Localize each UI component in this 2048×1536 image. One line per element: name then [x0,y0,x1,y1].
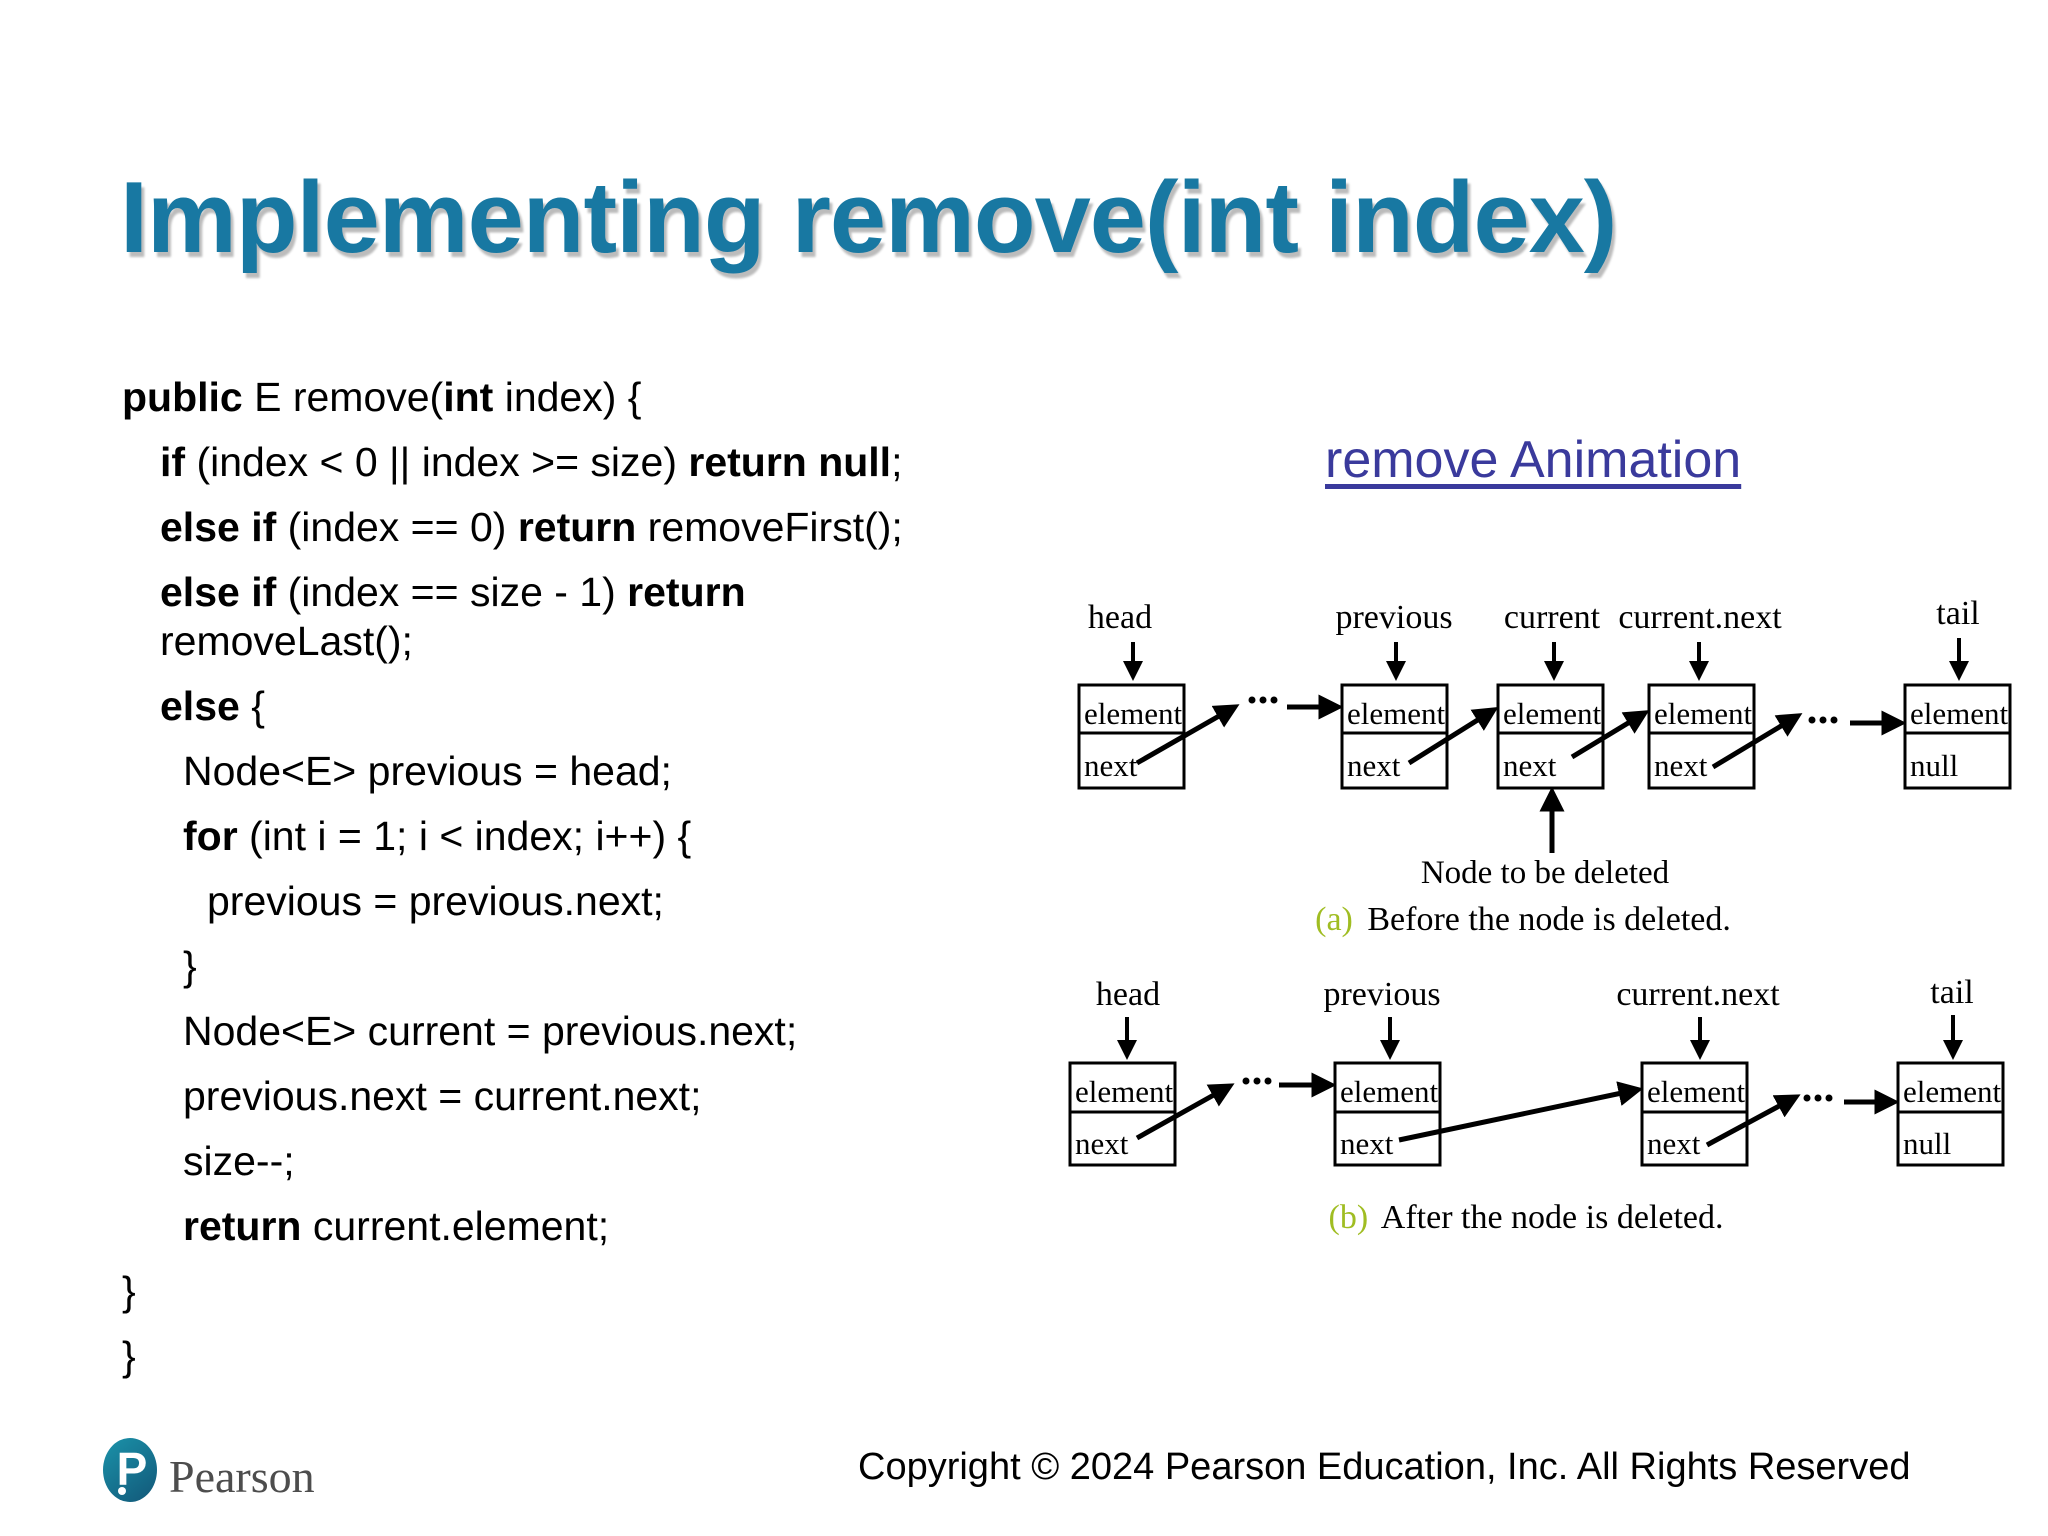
ellipsis-dots [1803,1094,1833,1102]
element-cell: element [1910,696,2009,731]
next-cell: next [1654,748,1708,783]
next-arrow [1711,713,1803,770]
pointer-label-head: head [1088,599,1152,636]
next-arrow [1135,1083,1235,1141]
null-cell: null [1910,748,1958,783]
next-cell: next [1075,1126,1129,1161]
element-cell: element [1340,1074,1439,1109]
pearson-logo-dot [118,1487,126,1495]
next-cell: next [1647,1126,1701,1161]
code-line: size--; [183,1138,295,1184]
caption-a-text: Before the node is deleted. [1359,901,1731,938]
code-line: Node<E> previous = head; [183,748,672,794]
pointer-label-previous: previous [1335,599,1452,636]
element-cell: element [1075,1074,1174,1109]
code-line: Node<E> current = previous.next; [183,1008,798,1054]
next-cell: next [1084,748,1138,783]
deleted-node-annotation: Node to be deleted [1421,855,1670,891]
diagram-before-deletion: head previous current current.next tail … [1077,595,2012,938]
diagram-after-deletion: head previous current.next tail element … [1068,975,2005,1236]
element-cell: element [1647,1074,1746,1109]
node-box-previous: element next [1340,683,1449,790]
node-box-head: element next [1077,683,1186,790]
bypass-arrow [1398,1081,1644,1143]
next-arrow [1705,1094,1801,1148]
code-line: previous.next = current.next; [183,1073,702,1119]
null-cell: null [1903,1126,1951,1161]
pointer-label-tail: tail [1930,975,1973,1011]
node-box-head: element next [1068,1061,1177,1167]
next-cell: next [1347,748,1401,783]
remove-animation-link[interactable]: remove Animation [1325,431,1742,489]
code-line: return current.element; [183,1203,610,1249]
code-line: public E remove(int index) { [122,374,642,420]
node-box-current-next: element next [1647,683,1756,790]
caption-b-text: After the node is deleted. [1374,1199,1723,1236]
pearson-logo-ellipse [103,1438,157,1502]
code-line: } [122,1333,136,1379]
code-line: else if (index == 0) return removeFirst(… [160,504,903,550]
next-arrow [1407,707,1499,766]
code-line: } [122,1268,136,1314]
next-cell: next [1503,748,1557,783]
code-line: else if (index == size - 1) return [160,569,746,615]
pointer-label-tail: tail [1936,595,1979,632]
caption-b: (b) After the node is deleted. [1329,1199,1724,1236]
element-cell: element [1654,696,1753,731]
pointer-label-current-next: current.next [1618,599,1782,636]
code-line: else { [160,683,265,729]
element-cell: element [1503,696,1602,731]
ellipsis-dots [1808,716,1838,724]
caption-a-marker: (a) [1315,901,1353,938]
pointer-label-current-next: current.next [1616,976,1780,1013]
pearson-logo-wordmark: Pearson [169,1451,315,1502]
pointer-label-current: current [1504,599,1601,636]
ellipsis-dots [1242,1077,1272,1085]
next-arrow [1570,710,1650,760]
ellipsis-dots [1248,696,1278,704]
node-box-current: element next [1496,683,1605,790]
code-block: public E remove(int index) { if (index < … [122,373,1002,1381]
code-line: if (index < 0 || index >= size) return n… [160,439,903,485]
node-box-tail: element null [1903,683,2012,790]
next-arrow [1135,704,1240,766]
code-line: } [183,943,197,989]
pearson-logo: P Pearson [103,1438,315,1502]
pointer-label-previous: previous [1323,976,1440,1013]
next-cell: next [1340,1126,1394,1161]
element-cell: element [1084,696,1183,731]
code-line: removeLast(); [160,618,413,664]
element-cell: element [1347,696,1446,731]
copyright-text: Copyright © 2024 Pearson Education, Inc.… [858,1446,1911,1488]
caption-a: (a) Before the node is deleted. [1315,901,1731,938]
caption-b-marker: (b) [1329,1199,1369,1236]
code-line: previous = previous.next; [207,878,664,924]
code-line: for (int i = 1; i < index; i++) { [183,813,692,859]
node-box-current-next: element next [1640,1061,1749,1167]
element-cell: element [1903,1074,2002,1109]
node-box-tail: element null [1896,1061,2005,1167]
page-title: Implementing remove(int index) [120,162,1617,274]
pearson-logo-monogram: P [117,1443,148,1495]
pointer-label-head: head [1096,976,1160,1013]
node-box-previous: element next [1333,1061,1442,1167]
